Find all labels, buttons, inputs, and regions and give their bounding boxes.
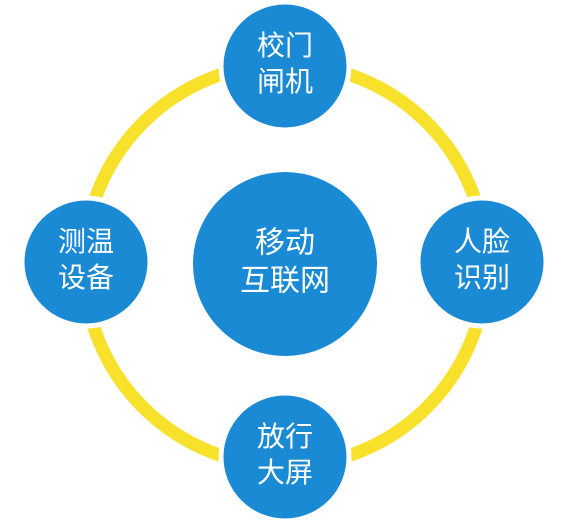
node-top: 校门 闸机: [218, 0, 352, 133]
center-node-label-line2: 互联网: [240, 264, 330, 299]
node-left: 测温 设备: [19, 195, 153, 329]
node-right-label-line2: 识别: [454, 261, 510, 294]
node-right-circle: [415, 195, 549, 329]
node-bottom-label-line1: 放行: [257, 420, 313, 453]
node-right: 人脸 识别: [415, 195, 549, 329]
node-left-label-line2: 设备: [58, 261, 114, 294]
node-bottom-circle: [218, 390, 352, 524]
node-right-label-line1: 人脸: [454, 225, 510, 258]
node-top-label-line2: 闸机: [257, 65, 313, 98]
center-node-label-line1: 移动: [255, 226, 315, 261]
node-bottom: 放行 大屏: [218, 390, 352, 524]
node-top-label-line1: 校门: [257, 29, 313, 62]
node-top-circle: [218, 0, 352, 133]
node-left-circle: [19, 195, 153, 329]
node-left-label-line1: 测温: [58, 225, 114, 258]
center-node: 移动 互联网: [193, 172, 377, 356]
center-node-circle: [193, 172, 377, 356]
node-bottom-label-line2: 大屏: [257, 456, 313, 489]
